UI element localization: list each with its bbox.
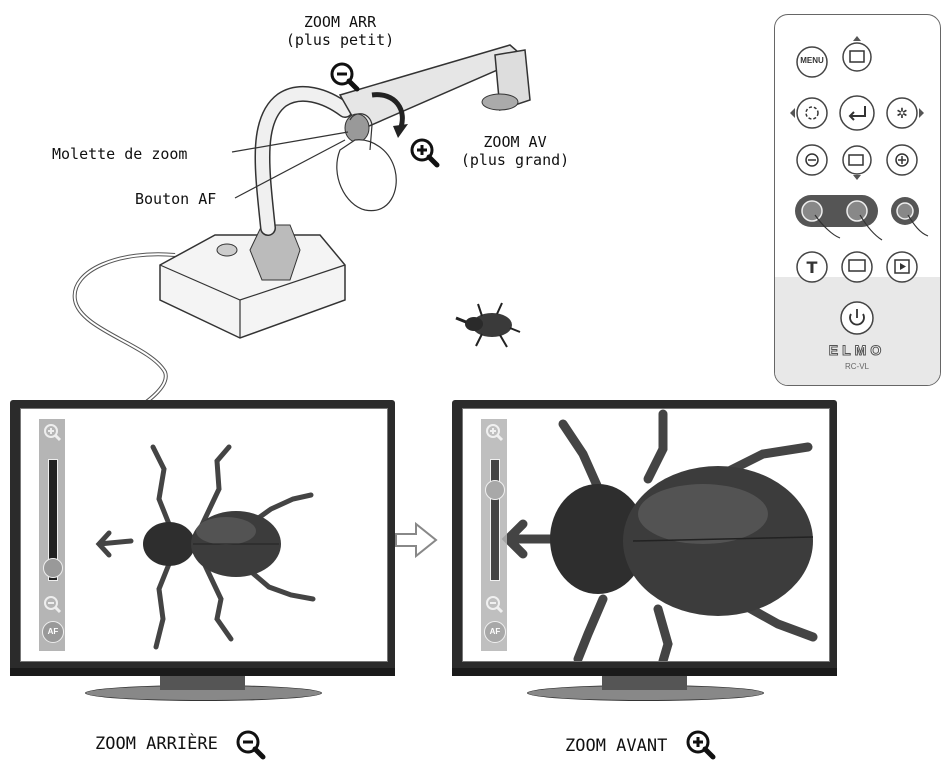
zoom-bar: AF <box>39 419 65 651</box>
beetle-object-icon <box>455 302 521 348</box>
af-button[interactable]: AF <box>484 621 506 643</box>
zoom-bar-plus-icon[interactable] <box>43 423 62 442</box>
svg-text:✲: ✲ <box>896 106 908 122</box>
zoom-out-label: ZOOM ARR <box>303 13 377 31</box>
zoom-in-caption-icon <box>686 730 716 760</box>
remote-menu-button-label: MENU <box>800 56 824 65</box>
monitor-zoom-out: AF <box>10 400 395 701</box>
zoom-out-caption: ZOOM ARRIÈRE <box>95 734 218 754</box>
zoom-slider-handle[interactable] <box>43 558 63 578</box>
beetle-image-small <box>95 444 316 650</box>
zoom-track[interactable] <box>48 459 58 581</box>
zoom-in-sublabel: (plus grand) <box>460 151 570 169</box>
monitor-screen: AF <box>20 408 388 662</box>
zoom-in-label: ZOOM AV <box>483 133 547 151</box>
svg-text:T: T <box>807 258 818 277</box>
af-button-label: Bouton AF <box>135 190 217 208</box>
remote-model: RC-VL <box>844 362 869 371</box>
zoom-slider-handle[interactable] <box>485 480 505 500</box>
zoom-out-sublabel: (plus petit) <box>285 31 395 49</box>
zoom-out-caption-icon <box>236 730 266 760</box>
monitor-screen: AF <box>462 408 830 662</box>
zoom-in-icon <box>410 138 440 168</box>
zoom-bar-plus-icon[interactable] <box>485 423 504 442</box>
zoom-bar: AF <box>481 419 507 651</box>
zoom-in-caption: ZOOM AVANT <box>565 736 668 756</box>
zoom-out-icon <box>330 62 360 92</box>
remote-brand: ELMO <box>828 342 886 359</box>
zoom-bar-minus-icon[interactable] <box>485 595 504 614</box>
af-button[interactable]: AF <box>42 621 64 643</box>
zoom-bar-minus-icon[interactable] <box>43 595 62 614</box>
zoom-wheel-label: Molette de zoom <box>52 145 188 163</box>
beetle-image-large <box>501 409 818 661</box>
arrow-right-icon <box>395 521 438 559</box>
monitor-zoom-in: AF <box>452 400 837 701</box>
zoom-track[interactable] <box>490 459 500 581</box>
